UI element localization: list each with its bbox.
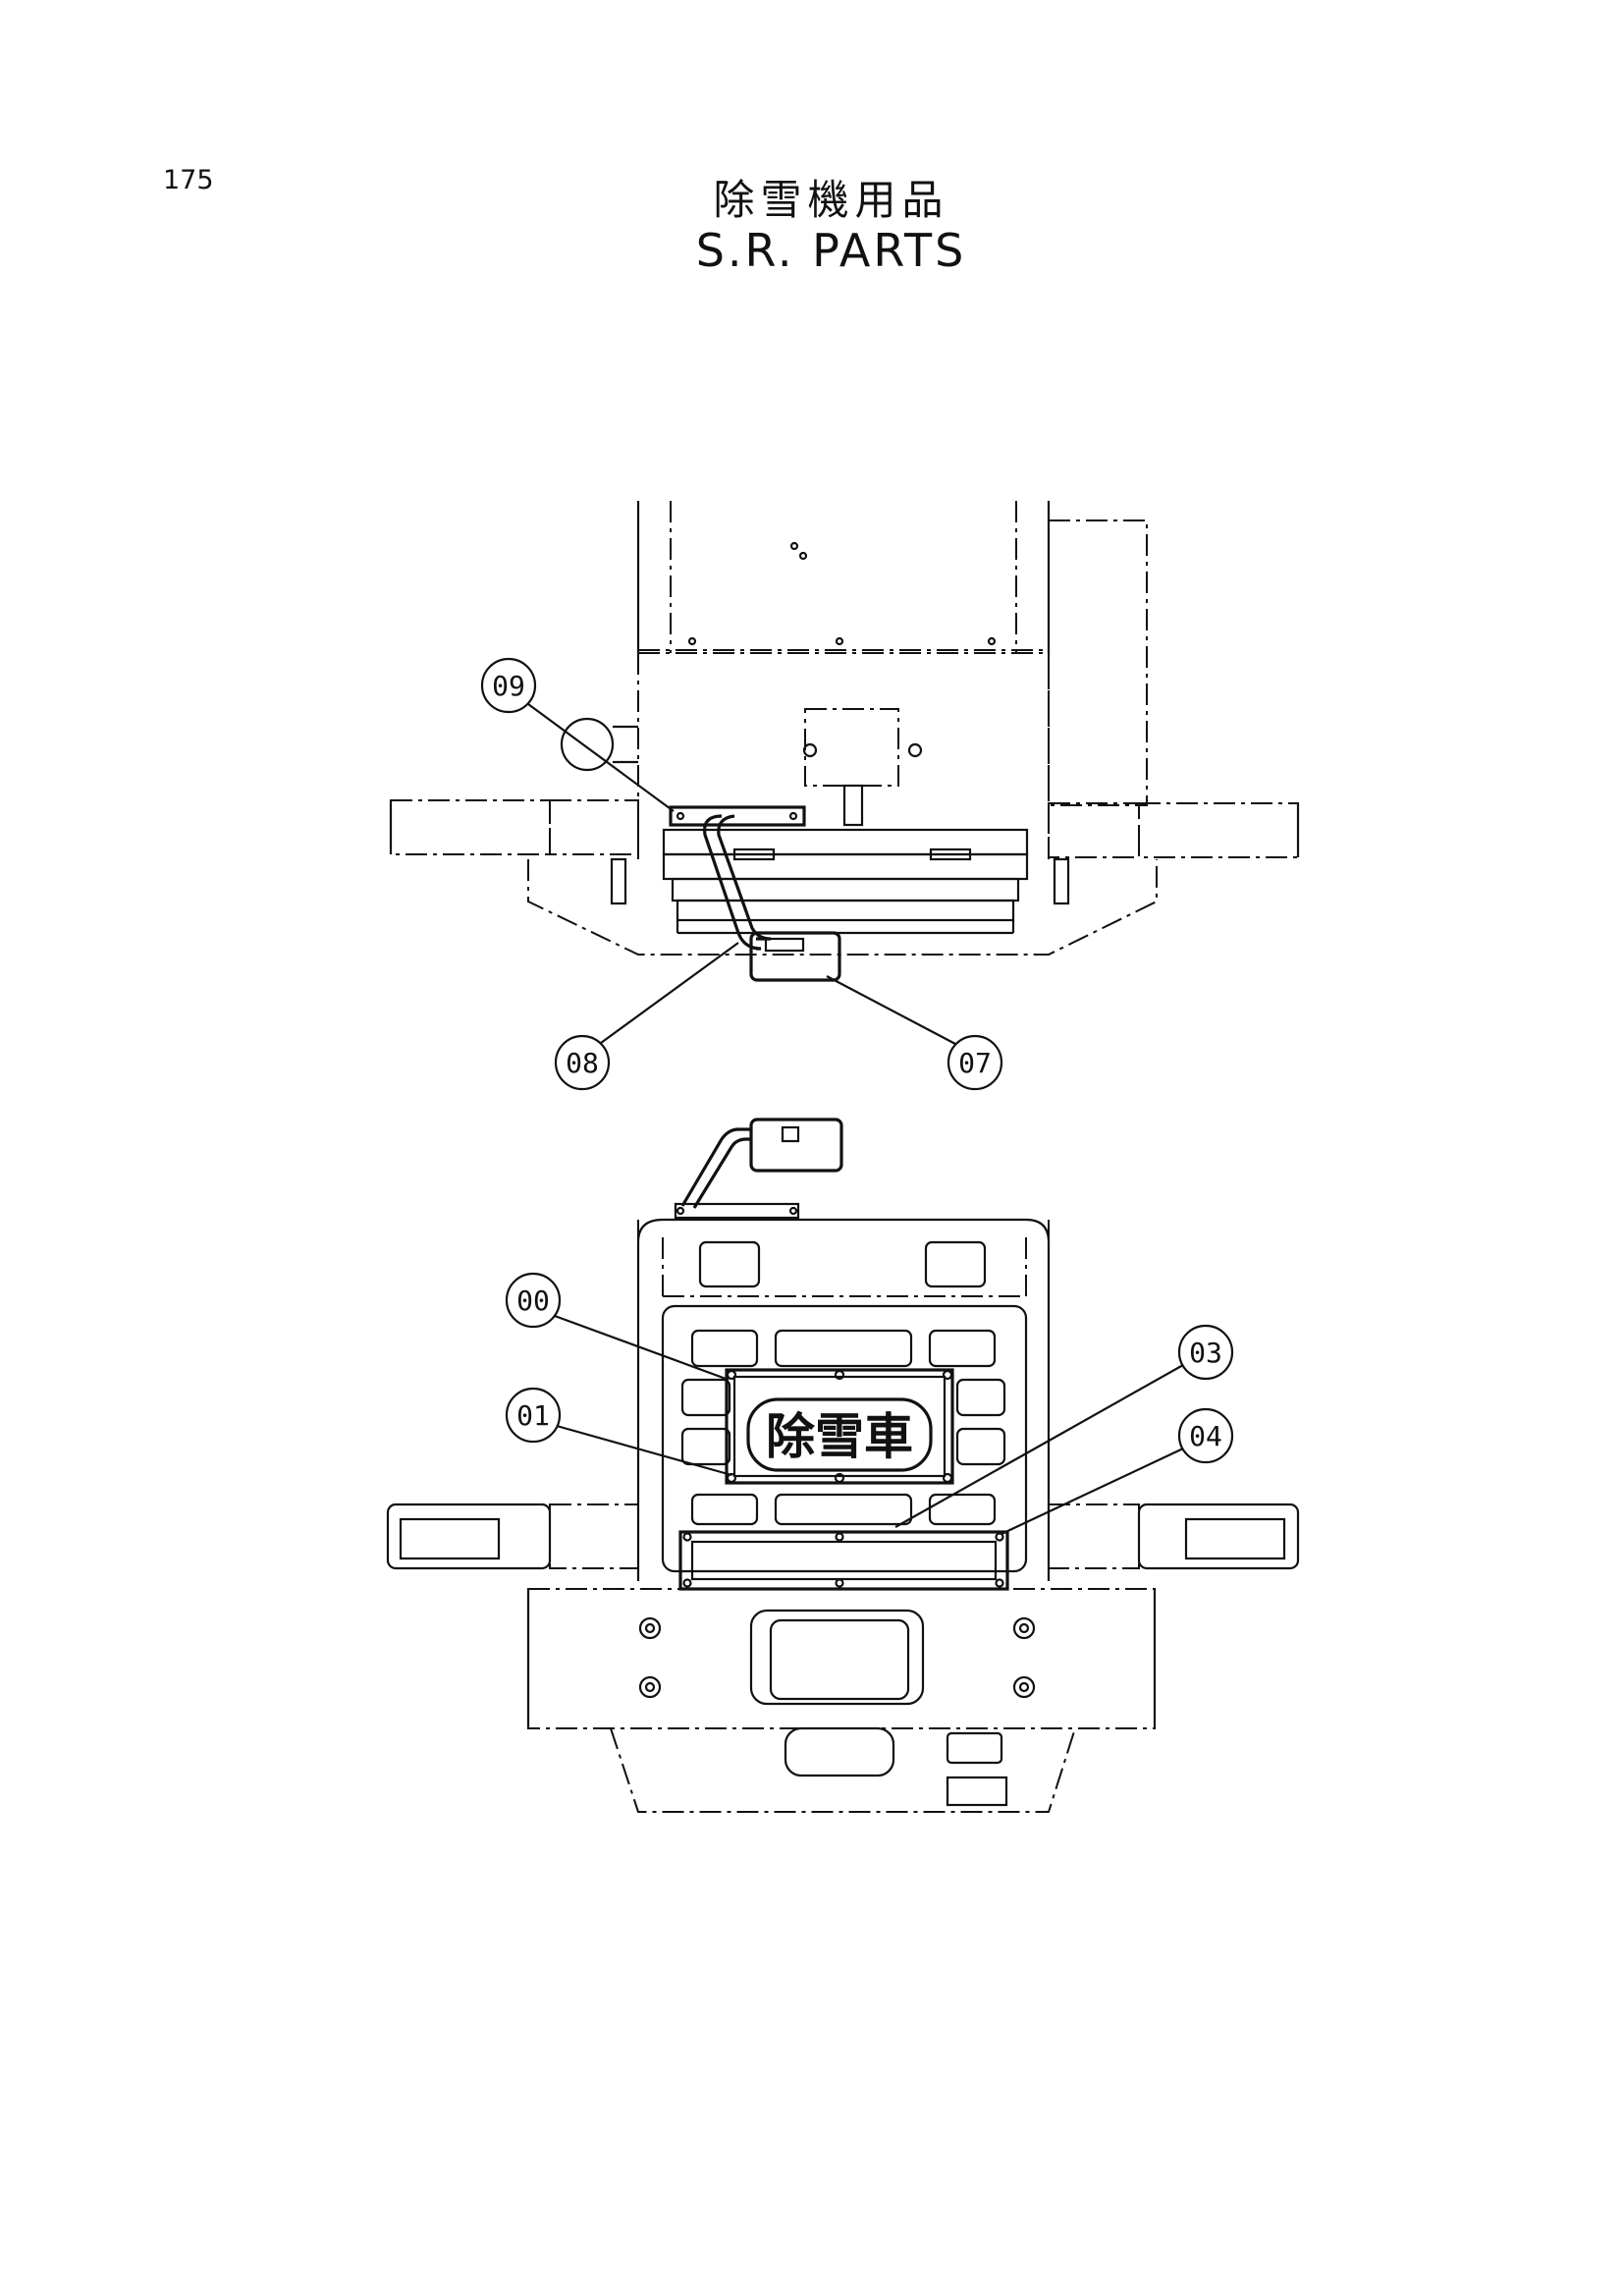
callout-label-07: 07 [958, 1047, 992, 1079]
callout-03: 03 [894, 1324, 1234, 1528]
leader-line [1001, 1448, 1184, 1535]
callout-label-08: 08 [566, 1047, 599, 1079]
callout-label-04: 04 [1189, 1420, 1222, 1452]
callout-label-03: 03 [1189, 1337, 1222, 1369]
leader-line [554, 1314, 730, 1382]
callout-08: 08 [554, 942, 739, 1091]
snow-plow-sign-text: 除雪車 [766, 1407, 913, 1465]
leader-line [894, 1364, 1184, 1528]
callout-00: 00 [505, 1272, 730, 1382]
callout-circle-icon [505, 1387, 562, 1444]
callout-09: 09 [480, 657, 675, 812]
title-japanese: 除雪機用品 [713, 176, 949, 224]
front-view: 除雪車 [386, 1118, 1300, 1813]
page-number: 175 [163, 165, 214, 195]
callout-04: 04 [1001, 1407, 1234, 1535]
callout-07: 07 [826, 975, 1003, 1091]
leader-line [826, 975, 956, 1045]
callout-circle-icon [480, 657, 537, 714]
callout-circle-icon [1177, 1407, 1234, 1464]
callout-circle-icon [947, 1034, 1003, 1091]
title-english: S.R. PARTS [695, 224, 967, 277]
callout-circle-icon [505, 1272, 562, 1329]
leader-line [556, 1424, 732, 1477]
leader-line [600, 942, 739, 1044]
callout-01: 01 [505, 1387, 732, 1477]
callout-circle-icon [554, 1034, 611, 1091]
callout-label-00: 00 [516, 1285, 550, 1317]
top-view [389, 501, 1300, 982]
callout-label-09: 09 [492, 670, 525, 702]
callout-circle-icon [1177, 1324, 1234, 1381]
leader-line [527, 703, 675, 812]
callout-label-01: 01 [516, 1399, 550, 1432]
